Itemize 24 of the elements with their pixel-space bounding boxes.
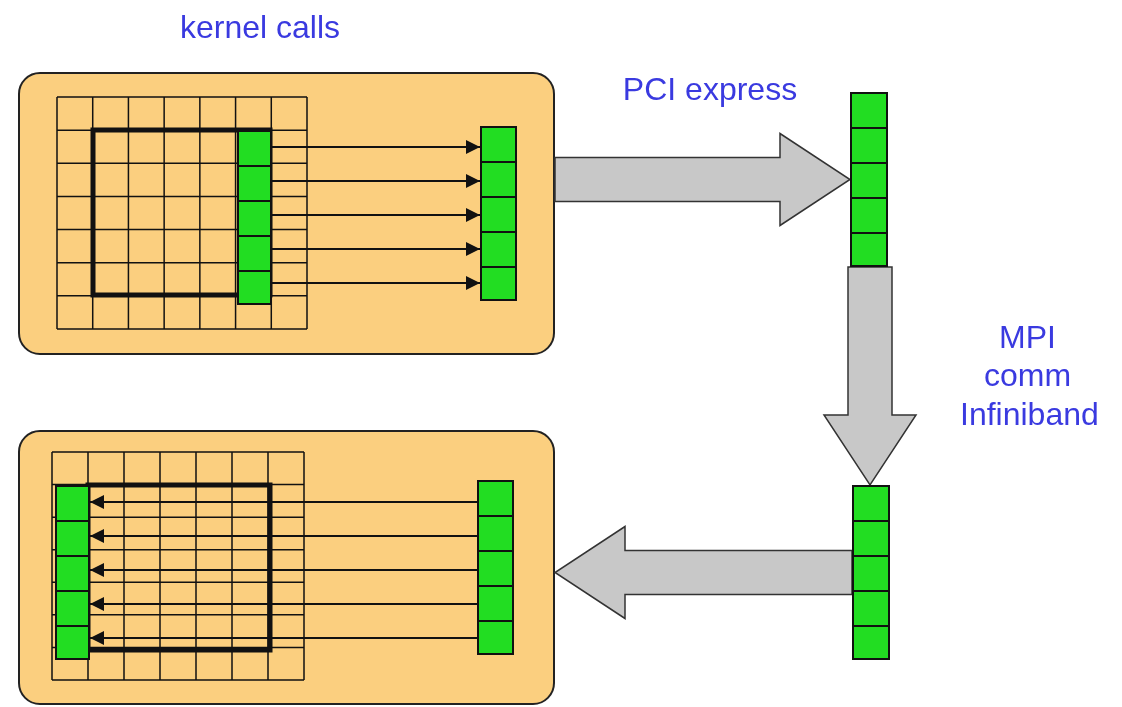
arrow (89, 631, 478, 645)
arrow (271, 242, 481, 256)
device-panel (18, 430, 555, 705)
edge-label: PCI express (621, 70, 799, 109)
buffer-column (852, 485, 890, 660)
arrow (89, 495, 478, 509)
device-panel (18, 72, 555, 355)
arrow (89, 597, 478, 611)
arrow (89, 529, 478, 543)
arrow (271, 140, 481, 154)
buffer-column (480, 126, 517, 301)
arrow (271, 208, 481, 222)
heading-label: kernel calls (178, 8, 342, 47)
buffer-column (55, 485, 90, 660)
edge-label: MPI comm Infiniband (960, 318, 1095, 434)
buffer-column (850, 92, 888, 267)
buffer-column (237, 130, 272, 305)
block-arrow (554, 132, 852, 227)
arrow (89, 563, 478, 577)
arrow (271, 276, 481, 290)
buffer-column (477, 480, 514, 655)
block-arrow (553, 525, 853, 620)
block-arrow (822, 266, 918, 487)
arrow (271, 174, 481, 188)
